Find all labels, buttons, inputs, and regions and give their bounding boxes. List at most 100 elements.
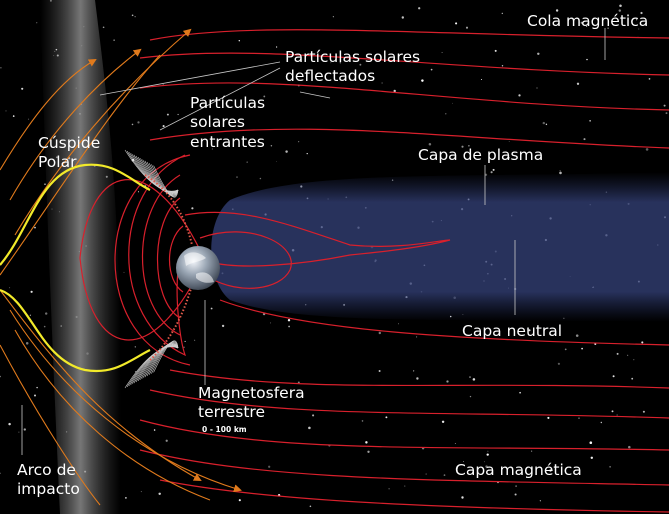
star bbox=[501, 12, 503, 15]
star bbox=[519, 391, 521, 394]
star bbox=[445, 113, 447, 115]
cusp-fan-upper bbox=[124, 149, 179, 198]
star bbox=[183, 346, 185, 349]
star bbox=[619, 4, 622, 8]
star bbox=[589, 441, 593, 444]
star bbox=[0, 67, 2, 69]
label-particulas-entrantes-2: solares bbox=[190, 113, 245, 131]
star bbox=[339, 62, 341, 64]
star bbox=[0, 472, 1, 474]
star bbox=[425, 473, 427, 475]
star bbox=[270, 145, 273, 147]
star bbox=[443, 474, 446, 476]
star bbox=[612, 375, 615, 378]
star bbox=[559, 171, 562, 175]
star bbox=[469, 376, 471, 379]
star bbox=[332, 16, 334, 18]
star bbox=[398, 323, 400, 325]
star bbox=[585, 25, 588, 28]
star bbox=[421, 79, 424, 82]
star bbox=[663, 104, 666, 107]
earth bbox=[176, 246, 220, 290]
star bbox=[616, 352, 619, 355]
star bbox=[465, 26, 469, 29]
star bbox=[36, 22, 38, 24]
star bbox=[5, 110, 7, 112]
star bbox=[515, 485, 517, 487]
star bbox=[486, 453, 489, 456]
star bbox=[124, 496, 127, 499]
star bbox=[507, 156, 510, 159]
star bbox=[454, 442, 456, 445]
star bbox=[359, 63, 362, 66]
particle-trajectory bbox=[153, 340, 179, 373]
star bbox=[288, 325, 290, 328]
star bbox=[227, 105, 230, 107]
label-arco-2: impacto bbox=[17, 480, 80, 498]
entering-particles bbox=[144, 174, 193, 361]
star bbox=[191, 207, 194, 210]
star bbox=[131, 123, 134, 126]
particle-trajectory bbox=[151, 164, 179, 197]
label-scale: 0 - 100 km bbox=[202, 425, 247, 434]
star bbox=[559, 170, 561, 172]
star bbox=[308, 426, 311, 430]
star bbox=[113, 39, 115, 41]
star bbox=[600, 421, 602, 424]
label-capa-magnetica: Capa magnética bbox=[455, 461, 582, 479]
label-cuspide-1: Cúspide bbox=[38, 134, 100, 152]
star bbox=[490, 171, 493, 174]
star bbox=[367, 450, 370, 453]
star bbox=[236, 176, 238, 178]
star bbox=[45, 312, 48, 315]
star bbox=[140, 491, 142, 493]
star bbox=[285, 150, 288, 153]
star bbox=[581, 347, 583, 350]
star bbox=[633, 359, 635, 361]
star bbox=[8, 422, 11, 426]
star bbox=[401, 16, 404, 19]
star bbox=[137, 121, 140, 124]
star bbox=[267, 394, 270, 396]
star bbox=[645, 148, 649, 151]
star bbox=[177, 113, 179, 116]
star bbox=[638, 28, 640, 30]
star bbox=[618, 9, 622, 12]
star bbox=[166, 113, 169, 116]
star bbox=[416, 336, 418, 338]
star bbox=[44, 183, 46, 186]
label-particulas-entrantes-3: entrantes bbox=[190, 133, 265, 151]
star bbox=[514, 493, 517, 496]
star bbox=[428, 143, 432, 146]
star bbox=[590, 456, 593, 459]
star bbox=[589, 120, 591, 122]
label-cuspide-2: Polar bbox=[38, 153, 77, 171]
cusp-fan-lower bbox=[124, 340, 179, 389]
star bbox=[260, 100, 262, 101]
star bbox=[306, 152, 308, 155]
star bbox=[616, 414, 618, 416]
particle-trajectory bbox=[151, 341, 179, 374]
star bbox=[29, 314, 31, 316]
star bbox=[631, 377, 634, 380]
star bbox=[413, 370, 415, 372]
star bbox=[238, 499, 241, 502]
star bbox=[259, 177, 262, 180]
star bbox=[276, 161, 277, 163]
star bbox=[576, 82, 580, 85]
star bbox=[18, 431, 20, 433]
star bbox=[455, 22, 458, 25]
star bbox=[501, 65, 504, 67]
star bbox=[153, 429, 156, 431]
star bbox=[636, 19, 638, 21]
star bbox=[518, 94, 521, 97]
star bbox=[586, 58, 588, 61]
star bbox=[468, 145, 470, 147]
star bbox=[627, 354, 629, 356]
star bbox=[43, 325, 46, 328]
star bbox=[210, 307, 213, 310]
star bbox=[312, 414, 315, 417]
star bbox=[508, 141, 510, 143]
